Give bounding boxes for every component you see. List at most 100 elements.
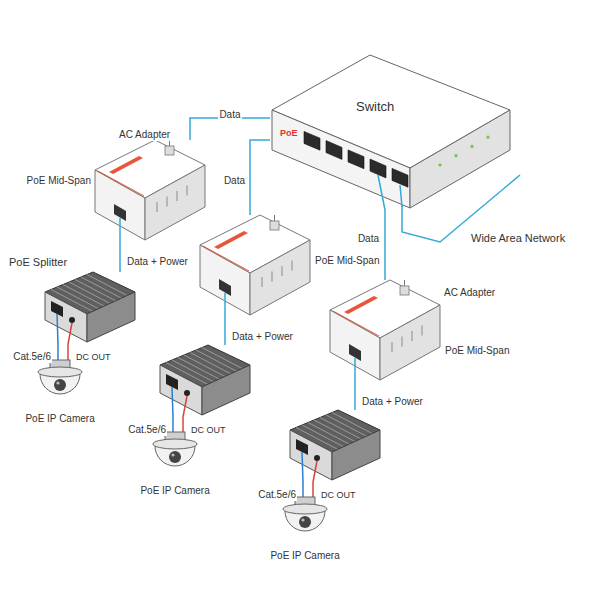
cable-connector [67,344,69,360]
heatsink-fin [87,275,129,297]
midspan-side [250,240,310,315]
heatsink-fin [308,423,350,445]
device-name: PoE Mid-Span [444,345,510,357]
cable-label: Data [357,233,380,245]
ac-cord [404,280,405,286]
vent-slot [421,326,422,336]
label-holder: Cat.5e/6 [127,419,167,437]
cable-stub [313,461,317,482]
cable-label: Data + Power [361,396,424,408]
splitter-side [332,430,380,480]
cable-connector [182,417,184,432]
ac-cord [274,215,275,221]
network-label: Wide Area Network [470,232,566,245]
label-holder: PoE IP Camera [269,545,340,563]
heatsink-fin [75,280,117,302]
poe-midspan: PoE Mid-Span [95,140,205,245]
port-name: Cat.5e/6 [12,351,52,363]
splitter-front [290,430,332,480]
device-outline [280,497,330,542]
lens-glint [301,518,304,521]
cable-stub [302,452,303,482]
status-led [470,145,473,148]
cable-connector [384,210,386,280]
ac-adapter [270,221,279,230]
vent-slot [186,186,187,196]
port-name: DC OUT [190,425,227,436]
part-label: AC Adapter [118,129,171,141]
heatsink-fin [69,282,111,304]
cable-label: Data + Power [126,256,189,268]
device-name: PoE IP Camera [24,413,95,425]
label-holder: DC OUT [75,346,112,364]
port-name: Cat.5e/6 [257,489,297,501]
cable-stub [57,314,58,344]
device-outline [45,272,135,344]
label-holder: PoE IP Camera [139,480,210,498]
cable-stub [68,323,72,344]
cable-stub [354,358,356,385]
port-name: DC OUT [75,352,112,363]
splitter-front [45,292,87,342]
cable-stub [172,387,173,417]
label-holder: Data [218,104,241,122]
label-holder: PoE Mid-Span [26,170,92,188]
poe-midspan: PoE Mid-Span [330,280,440,385]
label-holder: Cat.5e/6 [12,346,52,364]
device-name: PoE IP Camera [139,485,210,497]
ip-camera: PoE IP Camera [35,360,85,405]
heatsink-fin [190,353,232,375]
device-outline [200,215,310,320]
status-led [486,136,489,139]
heatsink-fin [326,415,368,437]
label-holder: Data + Power [361,391,424,409]
midspan-stripe [214,231,248,249]
cable-connector [250,140,270,215]
midspan-stripe [109,156,143,174]
device-outline [160,345,250,417]
vent-slot [176,191,177,201]
label-holder: DC OUT [190,419,227,437]
label-holder: PoE Mid-Span [314,250,380,268]
device-outline [35,360,85,405]
heatsink-fin [178,358,220,380]
vent-slot [156,202,157,212]
label-holder: Data [223,170,246,188]
heatsink-fin [63,285,105,307]
cable-label: Data + Power [231,331,294,343]
label-holder: DC OUT [320,484,357,502]
ethernet-port [392,168,408,187]
cable-label: Data [223,175,246,187]
label-holder: Data [357,228,380,246]
label-holder: Data + Power [231,326,294,344]
dc-jack [184,390,190,396]
device-title: Switch [355,99,395,115]
poe-midspan: PoE Mid-Span [200,215,310,320]
cable-stub [183,396,187,417]
ethernet-port [326,141,342,160]
device-outline [330,280,440,385]
splitter-side [202,365,250,415]
label-holder: Data + Power [126,251,189,269]
status-led [454,154,457,157]
vent-slot [261,277,262,287]
midspan-side [380,305,440,380]
lens-glint [56,381,59,384]
cable-stub [400,185,402,207]
port-name: Cat.5e/6 [127,424,167,436]
poe-splitter: PoE SplitterCat.5e/6DC OUT [45,272,135,344]
device-name: PoE Mid-Span [314,255,380,267]
dc-jack [69,317,75,323]
cable-connector [172,417,174,432]
part-label: AC Adapter [443,287,496,299]
splitter-front [160,365,202,415]
device-outline [270,53,512,210]
camera-lens [299,516,311,528]
port-name: DC OUT [320,490,357,501]
cable-connector [312,482,314,497]
ethernet-port [304,131,320,150]
vent-slot [291,261,292,271]
heatsink-fin [202,348,244,370]
midspan-side [145,165,205,240]
vent-slot [411,331,412,341]
